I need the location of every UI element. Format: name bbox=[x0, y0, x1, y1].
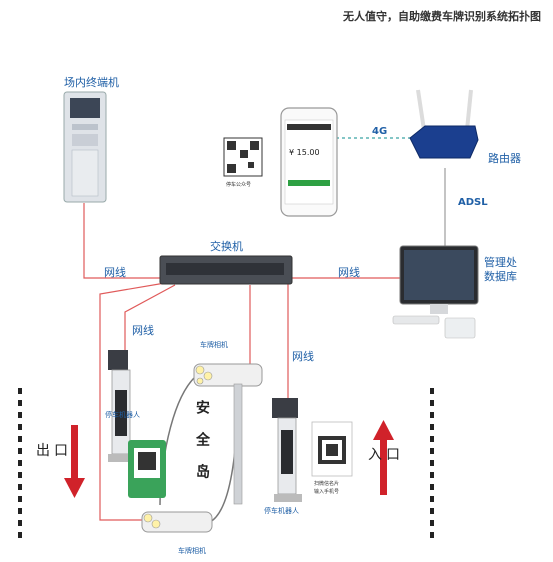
parking-robot-right-label: 停车机器人 bbox=[264, 507, 299, 515]
scan-phone-icon bbox=[128, 440, 166, 498]
net-right-label: 网线 bbox=[338, 266, 360, 279]
router-icon bbox=[409, 89, 479, 159]
terminal-label: 场内终端机 bbox=[64, 76, 119, 89]
phone-icon bbox=[280, 107, 338, 217]
switch-icon bbox=[159, 255, 293, 285]
scan-caption-1: 扫微信名片 bbox=[314, 481, 340, 487]
parking-robot-left-icon bbox=[108, 350, 136, 462]
plate-camera-bottom-icon bbox=[141, 511, 213, 533]
scan-caption-2: 输入手机号 bbox=[314, 489, 340, 495]
exit-arrow-icon bbox=[64, 425, 85, 498]
plate-camera-bottom-label: 车牌相机 bbox=[178, 547, 206, 555]
plate-camera-top-label: 车牌相机 bbox=[200, 341, 228, 349]
page-title: 无人值守，自助缴费车牌识别系统拓扑图 bbox=[343, 10, 541, 23]
management-label-1: 管理处 bbox=[484, 256, 517, 269]
management-label-2: 数据库 bbox=[484, 270, 517, 283]
entrance-arrow-icon bbox=[373, 420, 394, 495]
entrance-label: 入口 bbox=[368, 447, 404, 463]
net-robot-right-label: 网线 bbox=[292, 350, 314, 363]
adsl-label: ADSL bbox=[458, 197, 488, 208]
exit-label: 出口 bbox=[36, 443, 72, 459]
plate-camera-top-icon bbox=[193, 363, 263, 387]
net-robot-left-label: 网线 bbox=[132, 324, 154, 337]
kiosk-icon bbox=[63, 91, 107, 203]
net-left-label: 网线 bbox=[104, 266, 126, 279]
wechat-card-icon bbox=[311, 421, 353, 477]
router-label: 路由器 bbox=[488, 152, 521, 165]
switch-label: 交换机 bbox=[210, 240, 243, 253]
fourg-label: 4G bbox=[372, 126, 388, 137]
safety-island-label: 安全岛 bbox=[194, 400, 210, 496]
phone-amount: ¥ 15.00 bbox=[289, 148, 320, 157]
parking-robot-left-label: 停车机器人 bbox=[105, 411, 140, 419]
parking-robot-right-icon bbox=[272, 398, 302, 502]
qr-caption: 停车公众号 bbox=[226, 182, 252, 188]
monitor-icon bbox=[392, 245, 479, 339]
qr-code-icon bbox=[223, 137, 263, 177]
